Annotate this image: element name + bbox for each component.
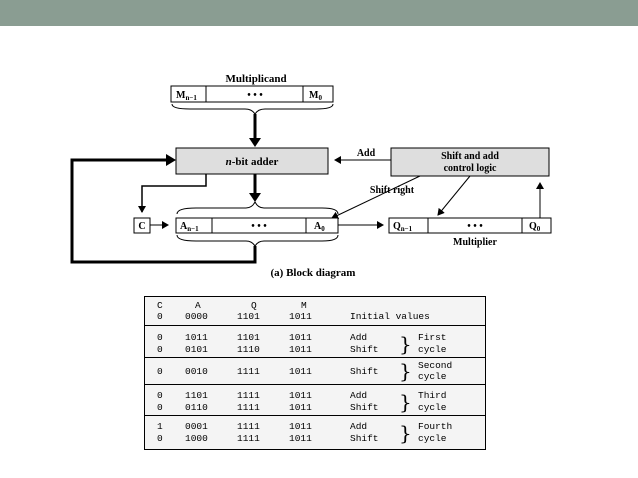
q-register-low-bit: Q0	[529, 221, 541, 233]
multiplicand-register	[170, 85, 334, 103]
control-label-line1: Shift and add	[441, 151, 499, 162]
a-register-brace-top	[176, 200, 339, 215]
multiplier-label: Multiplier	[453, 237, 497, 248]
brace-icon: }	[399, 359, 412, 383]
adder-label: n-bit adder	[226, 156, 279, 168]
brace-icon: }	[399, 332, 412, 356]
cycle-label: Fourth	[418, 421, 453, 432]
cycle-label: cycle	[418, 433, 447, 444]
n-bit-adder	[175, 147, 329, 175]
header-q: Q	[251, 300, 257, 311]
cycle-label: First	[418, 332, 447, 343]
header-a: A	[195, 300, 201, 311]
shift-right-label: Shift right	[370, 185, 415, 196]
shift-right-signal-q	[437, 175, 471, 216]
header-m: M	[301, 300, 307, 311]
a-register-brace-bottom	[176, 234, 339, 247]
multiplicand-label: Multiplicand	[225, 73, 286, 85]
cycle-label: cycle	[418, 371, 447, 382]
cycle-label: Third	[418, 390, 447, 401]
cycle-label: cycle	[418, 402, 447, 413]
cycle-label: cycle	[418, 344, 447, 355]
multiplicand-high-bit: Mn−1	[176, 90, 197, 102]
header-c: C	[157, 300, 163, 311]
cycle-label: Second	[418, 360, 453, 371]
brace-icon: }	[399, 390, 412, 414]
shift-right-signal-a	[331, 175, 421, 220]
register-trace-table: C A Q M 0 0000 1101 1011 Initial values …	[144, 296, 486, 450]
multiplicand-low-bit: M0	[309, 90, 322, 102]
a-register-high-bit: An−1	[180, 221, 199, 233]
initial-values-note: Initial values	[350, 311, 430, 322]
feedback-loop	[70, 158, 257, 264]
c-register-label: C	[138, 221, 145, 232]
control-label-line2: control logic	[444, 163, 497, 174]
a-register-low-bit: A0	[314, 221, 325, 233]
brace-icon: }	[399, 421, 412, 445]
q-register-high-bit: Qn−1	[393, 221, 413, 233]
multiplicand-dots: • • •	[247, 90, 263, 101]
diagram-caption: (a) Block diagram	[271, 267, 356, 279]
q-register-dots: • • •	[467, 221, 483, 232]
slide-top-bar	[0, 0, 638, 26]
a-register-dots: • • •	[251, 221, 267, 232]
add-signal-label: Add	[357, 148, 376, 159]
q-register	[388, 217, 552, 234]
multiplicand-brace	[171, 103, 334, 115]
